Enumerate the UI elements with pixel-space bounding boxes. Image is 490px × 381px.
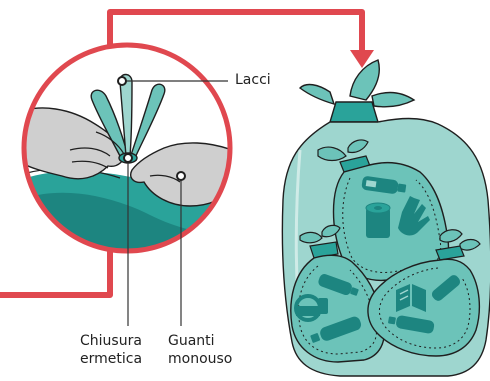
- toilet-roll-icon: [366, 203, 390, 238]
- label-guanti-line2: monouso: [168, 350, 232, 368]
- label-lacci: Lacci: [235, 71, 271, 89]
- label-chiusura-line2: ermetica: [80, 350, 142, 368]
- label-guanti-line1: Guanti: [168, 332, 232, 350]
- label-chiusura-line1: Chiusura: [80, 332, 142, 350]
- zoom-circle: [20, 45, 240, 260]
- label-chiusura-ermetica: Chiusura ermetica: [80, 332, 142, 368]
- label-guanti-monouso: Guanti monouso: [168, 332, 232, 368]
